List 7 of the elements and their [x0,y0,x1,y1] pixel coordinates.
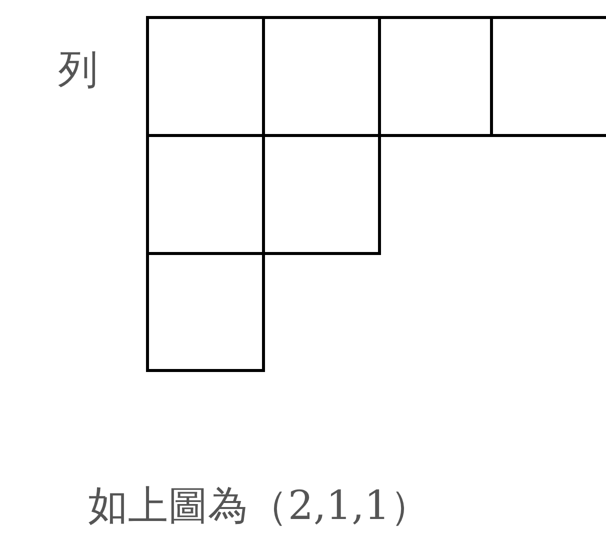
grid-square [262,134,381,255]
grid-square [378,16,493,137]
caption: 如上圖為（2,1,1） [88,486,430,526]
grid-square [146,252,265,372]
grid-square [146,16,265,137]
row-label: 列 [58,50,98,90]
grid-square [490,16,606,137]
